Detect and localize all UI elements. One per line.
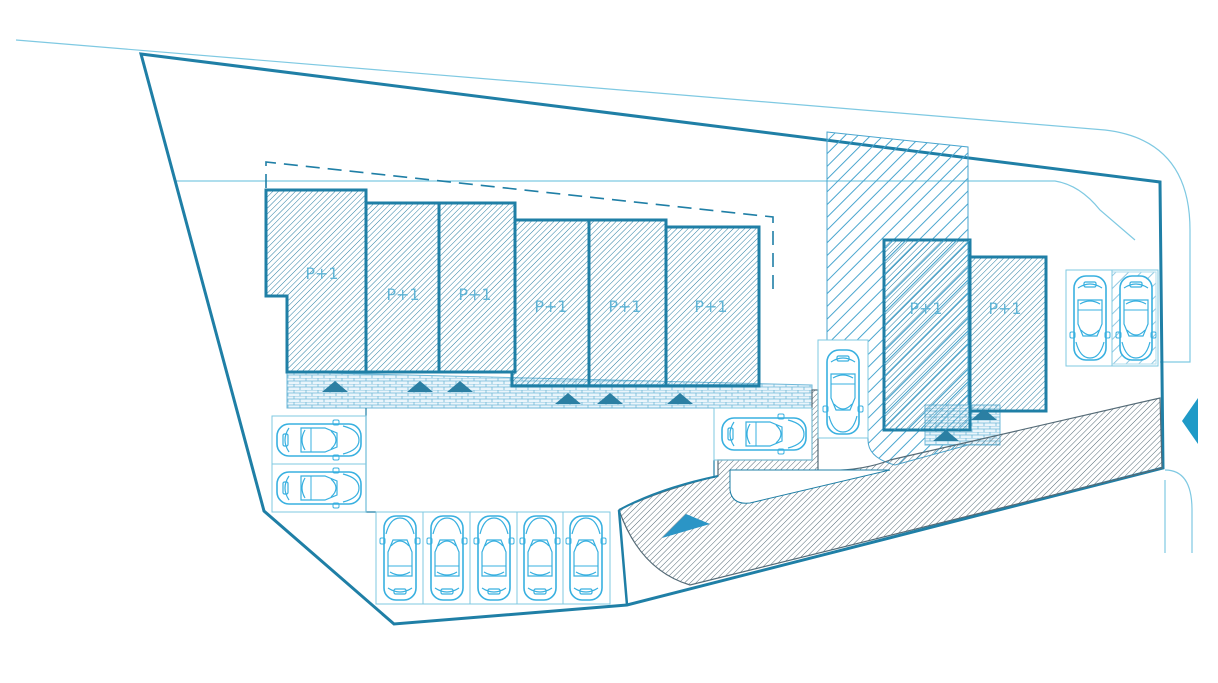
buildings xyxy=(264,188,1048,432)
building-8 xyxy=(968,255,1048,413)
building-label-2: P+1 xyxy=(386,285,419,304)
car-icon xyxy=(379,515,421,601)
building-label-5: P+1 xyxy=(608,297,641,316)
car-icon xyxy=(1115,275,1157,361)
road-lines xyxy=(15,39,1193,553)
building-labels: P+1 P+1 P+1 P+1 P+1 P+1 P+1 P+1 xyxy=(305,264,1021,318)
roof-outline-dashed xyxy=(265,161,774,297)
building-2 xyxy=(364,201,441,374)
building-label-8: P+1 xyxy=(988,299,1021,318)
driveway-inner-edge xyxy=(618,475,719,511)
car-icon xyxy=(1069,275,1111,361)
car-icon xyxy=(822,349,864,435)
direction-arrow-icon xyxy=(662,514,710,538)
building-label-1: P+1 xyxy=(305,264,338,283)
building-6 xyxy=(664,225,761,388)
building-label-7: P+1 xyxy=(909,299,942,318)
driveway-island xyxy=(729,469,891,504)
driveway-outer-edge xyxy=(617,509,629,606)
car-icon xyxy=(565,515,607,601)
car-icon xyxy=(721,413,807,455)
building-label-4: P+1 xyxy=(534,297,567,316)
building-1 xyxy=(264,188,368,374)
car-icon xyxy=(276,467,362,509)
car-icon xyxy=(519,515,561,601)
access-arrow-icon xyxy=(1182,398,1198,444)
building-label-3: P+1 xyxy=(458,285,491,304)
building-5 xyxy=(587,218,668,388)
car-icon xyxy=(276,419,362,461)
car-icon xyxy=(426,515,468,601)
building-label-6: P+1 xyxy=(694,297,727,316)
building-7-overlay xyxy=(884,240,970,430)
car-icon xyxy=(473,515,515,601)
